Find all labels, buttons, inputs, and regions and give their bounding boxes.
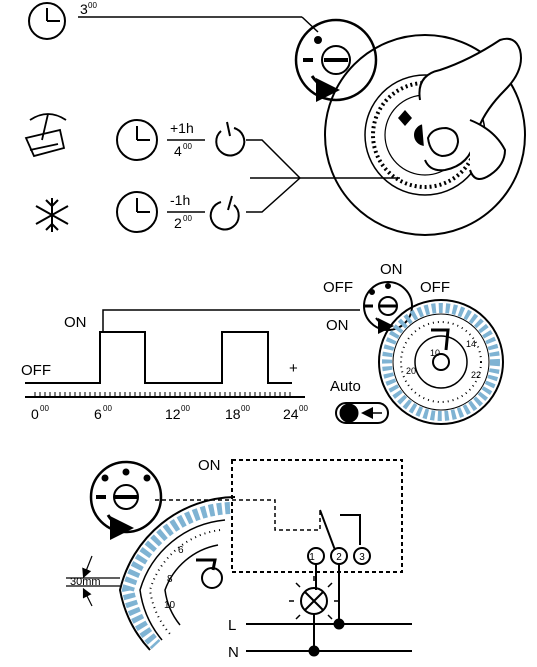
line-n-label: N [228, 644, 239, 661]
switch-off-right-label: OFF [420, 279, 450, 296]
summer-time-main: 4 [174, 143, 182, 159]
winter-time-sup: 00 [183, 214, 192, 223]
clock-time-sup: 00 [88, 1, 97, 10]
measure-label: 30mm [70, 576, 101, 588]
auto-switch-icon [335, 402, 389, 424]
timer-dial-large [324, 34, 526, 236]
switch-on-left-label: ON [326, 317, 349, 334]
svg-text:00: 00 [103, 404, 112, 413]
line-l-label: L [228, 617, 236, 634]
tick-12: 12 [165, 406, 181, 422]
graph-plus-label: + [289, 360, 298, 377]
timer-dial-partial [118, 496, 236, 651]
summer-time-sup: 00 [183, 142, 192, 151]
panel-program-graph [25, 281, 504, 425]
dial-number: 6 [178, 545, 184, 556]
panel3-labels: ON 1 2 3 30mm L N 6 8 10 [70, 457, 365, 661]
tick-24: 24 [283, 406, 299, 422]
rotate-backward-icon [209, 195, 240, 231]
summer-icon [24, 113, 67, 158]
dial-number: 10 [430, 348, 440, 358]
selector-dial-icon [294, 18, 378, 102]
terminal-label: 1 [309, 552, 315, 563]
auto-label: Auto [330, 378, 361, 395]
tick-0: 0 [31, 406, 39, 422]
mode-switch-icon [89, 460, 163, 540]
tick-6: 6 [94, 406, 102, 422]
clock-time-main: 3 [80, 1, 88, 17]
panel2-labels: ON OFF OFF ON ON OFF + 0 00 6 00 12 00 1… [21, 261, 481, 422]
dial-number: 14 [466, 339, 476, 349]
tick-18: 18 [225, 406, 241, 422]
dial-number: 22 [471, 370, 481, 380]
panel-time-setting [24, 2, 526, 236]
panel1-labels: 3 00 +1h 4 00 -1h 2 00 [80, 1, 194, 231]
dial-number: 20 [406, 366, 416, 376]
clock-icon [28, 2, 66, 40]
graph-off-label: OFF [21, 362, 51, 379]
terminal [353, 547, 371, 565]
time-axis-ticks [34, 392, 291, 397]
winter-icon [35, 198, 69, 232]
winter-time-main: 2 [174, 215, 182, 231]
clock-icon [116, 119, 158, 161]
timer-dial [378, 299, 504, 425]
svg-text:00: 00 [241, 404, 250, 413]
switch-off-left-label: OFF [323, 279, 353, 296]
dial-number: 8 [167, 574, 173, 585]
wiring-on-label: ON [198, 457, 221, 474]
svg-text:00: 00 [40, 404, 49, 413]
rotate-forward-icon [215, 121, 246, 157]
measurement-arrows [66, 555, 120, 607]
winter-offset: -1h [170, 192, 190, 208]
dial-number: 10 [164, 600, 176, 611]
graph-on-label: ON [64, 314, 87, 331]
terminal-label: 3 [359, 552, 365, 563]
lamp-icon [289, 576, 339, 620]
terminal-label: 2 [336, 552, 342, 563]
panel-wiring [66, 459, 412, 657]
switch-on-label: ON [380, 261, 403, 278]
summer-offset: +1h [170, 120, 194, 136]
on-off-waveform [25, 331, 292, 384]
clock-icon [116, 191, 158, 233]
svg-text:00: 00 [299, 404, 308, 413]
svg-text:00: 00 [181, 404, 190, 413]
